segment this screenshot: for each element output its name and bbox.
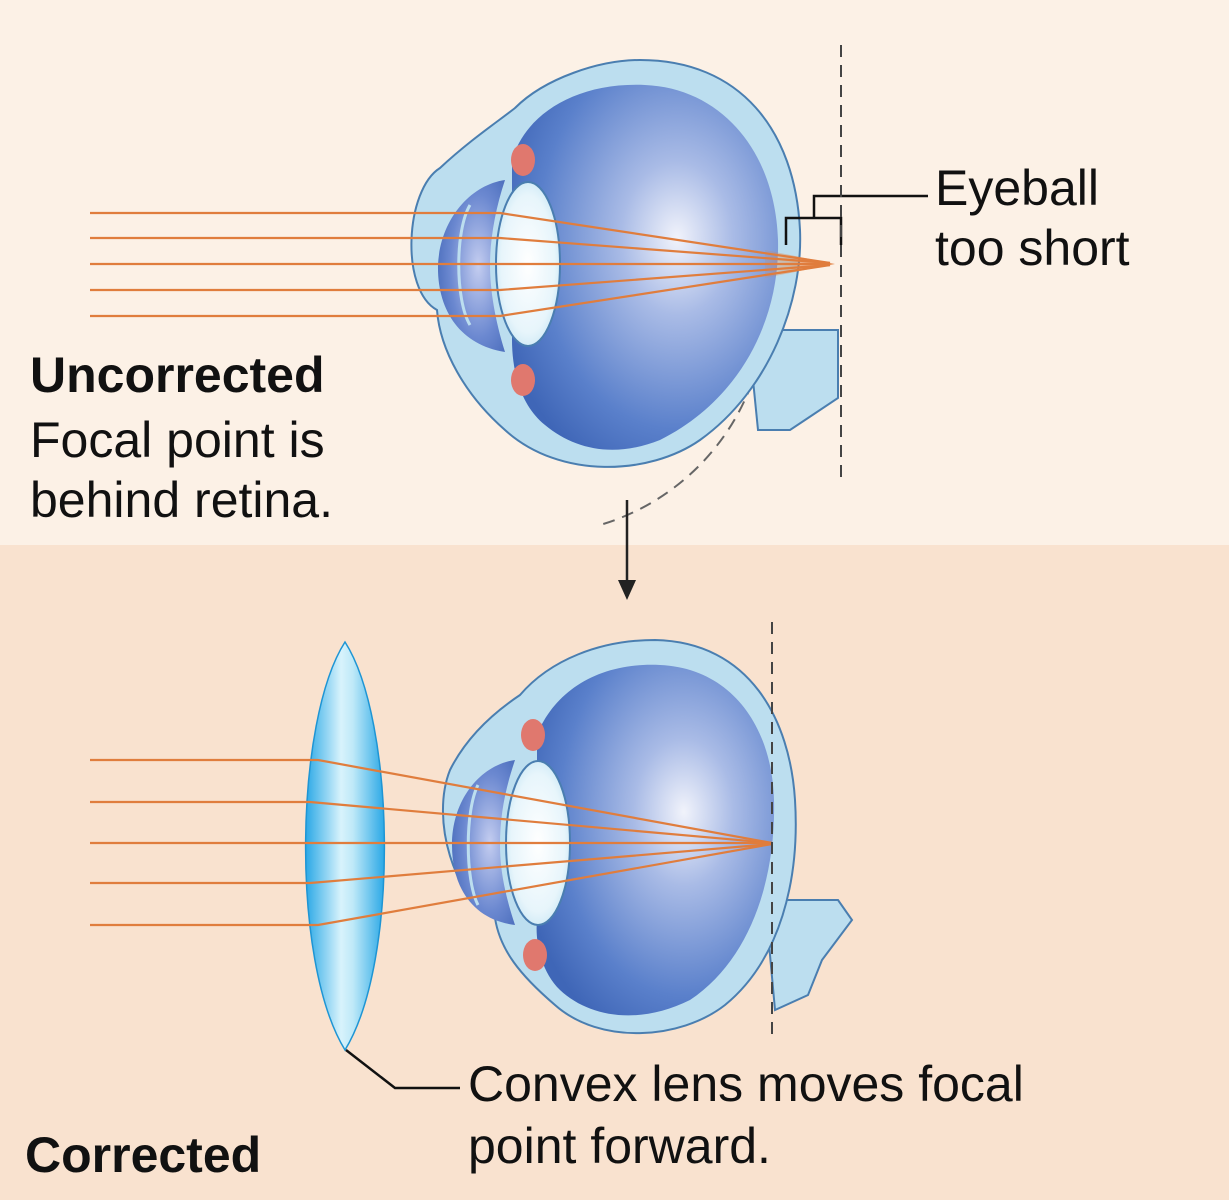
uncorrected-description: Focal point is behind retina.	[30, 410, 333, 530]
ciliary-body-bottom	[511, 364, 535, 396]
iris	[437, 180, 505, 352]
light-ray	[90, 211, 831, 265]
uncorrected-description-line-1: Focal point is	[30, 412, 325, 468]
light-ray	[90, 263, 831, 318]
light-ray	[90, 842, 773, 927]
ciliary-body-top	[521, 719, 545, 751]
ciliary-body-bottom	[523, 939, 547, 971]
light-ray	[90, 758, 773, 845]
focal-cone	[765, 250, 835, 278]
eyeball-annotation-line-1: Eyeball	[935, 160, 1099, 216]
light-ray	[90, 842, 773, 885]
convex-lens-leader	[345, 1049, 460, 1090]
convex-lens-annotation: Convex lens moves focal point forward.	[468, 1053, 1024, 1177]
iris-detail	[466, 784, 480, 906]
light-ray	[90, 236, 831, 265]
down-arrow-icon	[618, 500, 636, 600]
corrected-light-rays	[90, 758, 773, 927]
eyeball-annotation-line-2: too short	[935, 220, 1130, 276]
ciliary-body-top	[511, 144, 535, 176]
length-bracket	[784, 194, 928, 245]
uncorrected-description-line-2: behind retina.	[30, 472, 334, 528]
convex-lens-annotation-line-2: point forward.	[468, 1118, 771, 1174]
uncorrected-title: Uncorrected	[30, 347, 325, 403]
convex-lens-annotation-line-1: Convex lens moves focal	[468, 1056, 1024, 1112]
vitreous-body	[536, 664, 775, 1016]
corrected-title: Corrected	[25, 1127, 262, 1183]
uncorrected-eye	[410, 58, 839, 526]
convex-lens	[304, 640, 386, 1052]
light-ray	[90, 800, 773, 845]
uncorrected-light-rays	[90, 211, 831, 318]
eyeball-annotation: Eyeball too short	[935, 158, 1130, 278]
vitreous-body	[512, 84, 779, 450]
optic-nerve	[763, 899, 854, 1012]
light-ray	[90, 263, 831, 292]
corrected-eye	[442, 638, 854, 1035]
